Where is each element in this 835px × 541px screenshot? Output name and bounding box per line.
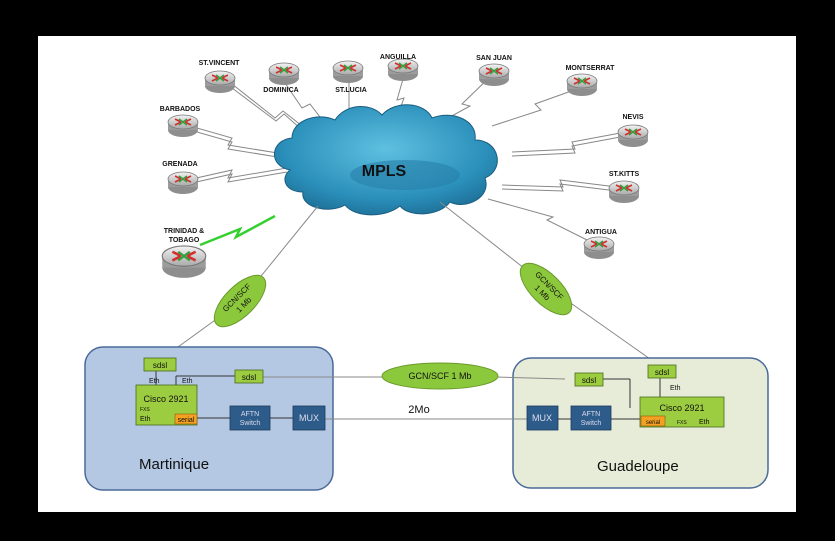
router-trinidad [160, 244, 208, 280]
martinique-internals: sdsl sdsl Eth Eth Cisco 2921 FXS Eth ser… [135, 357, 326, 431]
router-grenada [167, 171, 199, 195]
guadeloupe-fxs: FXS [677, 420, 687, 426]
trinidad-link [199, 214, 276, 247]
router-label-san-juan: SAN JUAN [476, 55, 512, 62]
router-label-trinidad-2: TOBAGO [169, 237, 200, 244]
martinique-aftn-switch [229, 405, 271, 431]
router-nevis [617, 124, 649, 148]
guadeloupe-aftn-switch [570, 405, 612, 431]
martinique-serial [174, 413, 198, 425]
guadeloupe-eth-a: Eth [670, 385, 681, 392]
mpls-label: MPLS [362, 163, 407, 180]
guadeloupe-serial [640, 415, 666, 427]
svg-text:sdsl: sdsl [655, 368, 669, 377]
router-label-st-vincent: ST.VINCENT [199, 60, 241, 67]
martinique-router-label: Cisco 2921 [143, 394, 188, 404]
svg-text:MUX: MUX [532, 413, 552, 423]
martinique-name: Martinique [139, 456, 209, 473]
svg-text:MUX: MUX [299, 413, 319, 423]
router-label-st-kitts: ST.KITTS [609, 171, 640, 178]
svg-text:sdsl: sdsl [582, 376, 596, 385]
martinique-eth-a: Eth [149, 378, 160, 385]
martinique-sdsl-right [234, 369, 264, 384]
guadeloupe-router-label: Cisco 2921 [659, 403, 704, 413]
router-label-dominica: DOMINICA [263, 87, 298, 94]
svg-text:sdsl: sdsl [242, 373, 256, 382]
svg-text:sdsl: sdsl [153, 361, 167, 370]
router-st-vincent [204, 70, 236, 94]
router-dominica [268, 62, 300, 86]
middle-gcn-label: GCN/SCF 1 Mb [408, 371, 471, 381]
svg-text:AFTN: AFTN [582, 411, 600, 418]
svg-text:serial: serial [178, 417, 195, 424]
router-barbados [167, 114, 199, 138]
router-label-grenada: GRENADA [162, 161, 197, 168]
router-anguilla [387, 58, 419, 82]
guadeloupe-internals: sdsl sdsl Eth Cisco 2921 serial FXS Eth … [526, 364, 725, 431]
middle-gcn-link: GCN/SCF 1 Mb [381, 362, 499, 390]
router-st-kitts [608, 180, 640, 204]
martinique-eth-c: Eth [140, 416, 151, 423]
router-st-lucia [332, 60, 364, 84]
guadeloupe-mux [526, 405, 559, 431]
guadeloupe-name: Guadeloupe [597, 458, 679, 475]
martinique-mux [292, 405, 326, 431]
router-antigua [583, 236, 615, 260]
svg-text:Switch: Switch [581, 420, 602, 427]
martinique-eth-b: Eth [182, 378, 193, 385]
router-label-barbados: BARBADOS [160, 106, 201, 113]
router-label-anguilla: ANGUILLA [380, 54, 416, 61]
martinique-fxs: FXS [140, 407, 150, 413]
router-montserrat [566, 73, 598, 97]
middle-link-right [495, 376, 566, 380]
router-label-antigua: ANTIGUA [585, 229, 617, 236]
svg-text:AFTN: AFTN [241, 411, 259, 418]
martinique-sdsl-top [143, 357, 177, 372]
mux-link-label: 2Mo [408, 404, 429, 416]
router-label-montserrat: MONTSERRAT [566, 65, 616, 72]
svg-text:Switch: Switch [240, 420, 261, 427]
router-san-juan [478, 63, 510, 87]
guadeloupe-sdsl-left [574, 372, 604, 387]
mpls-cloud: MPLS [274, 104, 498, 216]
router-label-trinidad-1: TRINIDAD & [164, 228, 204, 235]
router-label-st-lucia: ST.LUCIA [335, 87, 367, 94]
left-gcn-link: GCN/SCF 1 Mb [213, 274, 267, 328]
svg-text:serial: serial [646, 420, 660, 426]
router-label-nevis: NEVIS [622, 114, 643, 121]
mpls-spokes [182, 71, 632, 246]
guadeloupe-eth-c: Eth [699, 419, 710, 426]
guadeloupe-sdsl-top [647, 364, 677, 379]
